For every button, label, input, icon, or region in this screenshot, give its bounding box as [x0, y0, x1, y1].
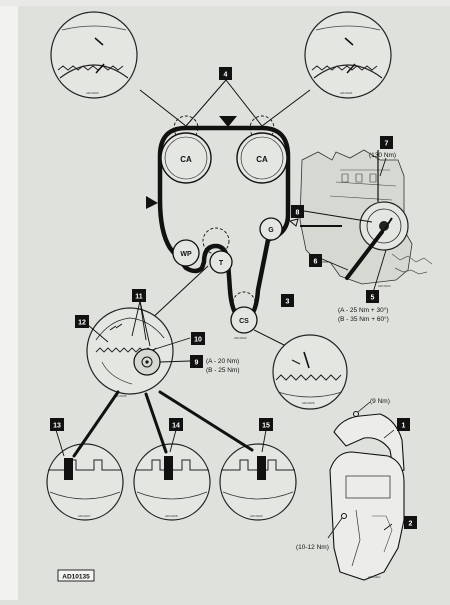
pulley-label: CA — [256, 155, 268, 164]
callout-badge-7: 7 — [380, 136, 393, 149]
camshaft-pulley-right: CA — [236, 132, 288, 184]
callout-badge-13: 13 — [50, 418, 64, 431]
callout-badge-15: 15 — [259, 418, 273, 431]
crankshaft-pulley: CS AD10102 — [230, 291, 258, 340]
figure-code: AD10105 — [114, 394, 127, 398]
pulley-label: G — [268, 227, 274, 234]
svg-text:4: 4 — [224, 72, 228, 79]
alignment-mark-arrow — [344, 37, 354, 46]
figure-code: AD10101 — [340, 91, 353, 95]
callout-badge-4: 4 — [219, 67, 232, 80]
callout-leader — [383, 429, 395, 439]
callout-badge-10: 10 — [191, 332, 205, 345]
alignment-mark-arrow — [346, 63, 356, 74]
timing-cover-lower: AD10110 — [327, 451, 405, 581]
svg-text:15: 15 — [262, 423, 270, 430]
mark-circle — [173, 115, 199, 141]
callout-leaders — [303, 157, 387, 297]
alignment-mark-arrow — [303, 351, 310, 369]
figure-code: AD10107 — [78, 514, 91, 518]
svg-text:14: 14 — [172, 423, 180, 430]
svg-text:3: 3 — [286, 299, 290, 306]
water-pump-pulley: WP — [172, 239, 200, 267]
rotation-arrow-icon — [219, 116, 237, 127]
svg-text:6: 6 — [314, 259, 318, 266]
detail-circle-13: AD10107 — [46, 443, 124, 521]
callout-badge-1: 1 — [397, 418, 410, 431]
figure-code: AD10104 — [378, 284, 391, 288]
svg-text:5: 5 — [371, 295, 375, 302]
callout-badge-5: 5 — [366, 290, 379, 303]
engine-crank-sketch: AD10104 — [288, 149, 433, 288]
callout-badge-9: 9 — [190, 355, 203, 368]
svg-text:2: 2 — [409, 521, 413, 528]
figure-code: AD10109 — [250, 514, 263, 518]
tensioner-pulley: T — [202, 227, 233, 274]
pulley-label: CA — [180, 155, 192, 164]
torque-spec-5b: (B - 35 Nm + 60°) — [338, 315, 389, 323]
pulley-label: CS — [239, 318, 249, 325]
guide-pulley: G — [259, 217, 283, 241]
callout-badge-11: 11 — [132, 289, 146, 302]
page-margin-top — [0, 0, 450, 6]
callout-leaders — [87, 300, 191, 363]
torque-spec-2: (10-12 Nm) — [296, 544, 329, 551]
locking-pin — [257, 456, 266, 480]
figure-code: AD10108 — [165, 514, 178, 518]
mark-circle — [249, 115, 275, 141]
figure-code: AD10102 — [234, 336, 247, 340]
torque-spec-9a: (A - 20 Nm) — [206, 358, 239, 365]
svg-text:10: 10 — [194, 337, 202, 344]
rotation-arrow-icon — [146, 196, 158, 209]
svg-text:12: 12 — [78, 320, 86, 327]
svg-text:13: 13 — [53, 423, 61, 430]
callout-leaders — [55, 429, 267, 457]
holding-tool — [345, 230, 384, 280]
svg-text:1: 1 — [402, 423, 406, 430]
callout-badge-3: 3 — [281, 294, 294, 307]
detail-circle-15: AD10109 — [219, 443, 297, 521]
locking-pin — [64, 458, 73, 480]
camshaft-pulley-left: CA — [160, 132, 212, 184]
torque-spec-5a: (A - 25 Nm + 30°) — [338, 306, 388, 314]
torque-spec-7: (130 Nm) — [369, 152, 396, 159]
detail-circle-top-right: AD10101 — [304, 11, 392, 99]
callout-badge-6: 6 — [309, 254, 322, 267]
locking-pin — [164, 456, 173, 480]
callout-badge-12: 12 — [75, 315, 89, 328]
callout-badge-2: 2 — [404, 516, 417, 529]
detail-circle-14: AD10108 — [133, 443, 211, 521]
svg-text:9: 9 — [195, 360, 199, 367]
svg-text:11: 11 — [135, 294, 143, 301]
pulley-label: T — [219, 260, 224, 267]
detail-circle-top-left: AD10100 — [50, 11, 138, 99]
crank-detail-circle: AD10106 — [272, 334, 348, 410]
figure-code: AD10106 — [302, 401, 315, 405]
leader-line — [147, 265, 209, 323]
svg-text:8: 8 — [296, 210, 300, 217]
tensioner-detail-circle: AD10105 — [86, 307, 174, 398]
alignment-mark-arrow — [94, 37, 104, 46]
page-margin-left — [0, 0, 18, 600]
figure-code: AD10110 — [368, 575, 381, 579]
callout-4-leaders — [139, 79, 311, 127]
callout-badge-14: 14 — [169, 418, 183, 431]
figure-reference-code: AD10135 — [62, 574, 90, 581]
alignment-mark-arrow — [95, 63, 105, 74]
torque-spec-1: (9 Nm) — [370, 398, 390, 405]
figure-code: AD10100 — [86, 91, 99, 95]
figure-reference-box: AD10135 — [57, 569, 95, 582]
pulley-label: WP — [180, 251, 192, 258]
svg-text:7: 7 — [385, 141, 389, 148]
thick-leaders — [72, 390, 254, 458]
torque-spec-9b: (B - 25 Nm) — [206, 367, 240, 374]
callout-badge-8: 8 — [291, 205, 304, 218]
